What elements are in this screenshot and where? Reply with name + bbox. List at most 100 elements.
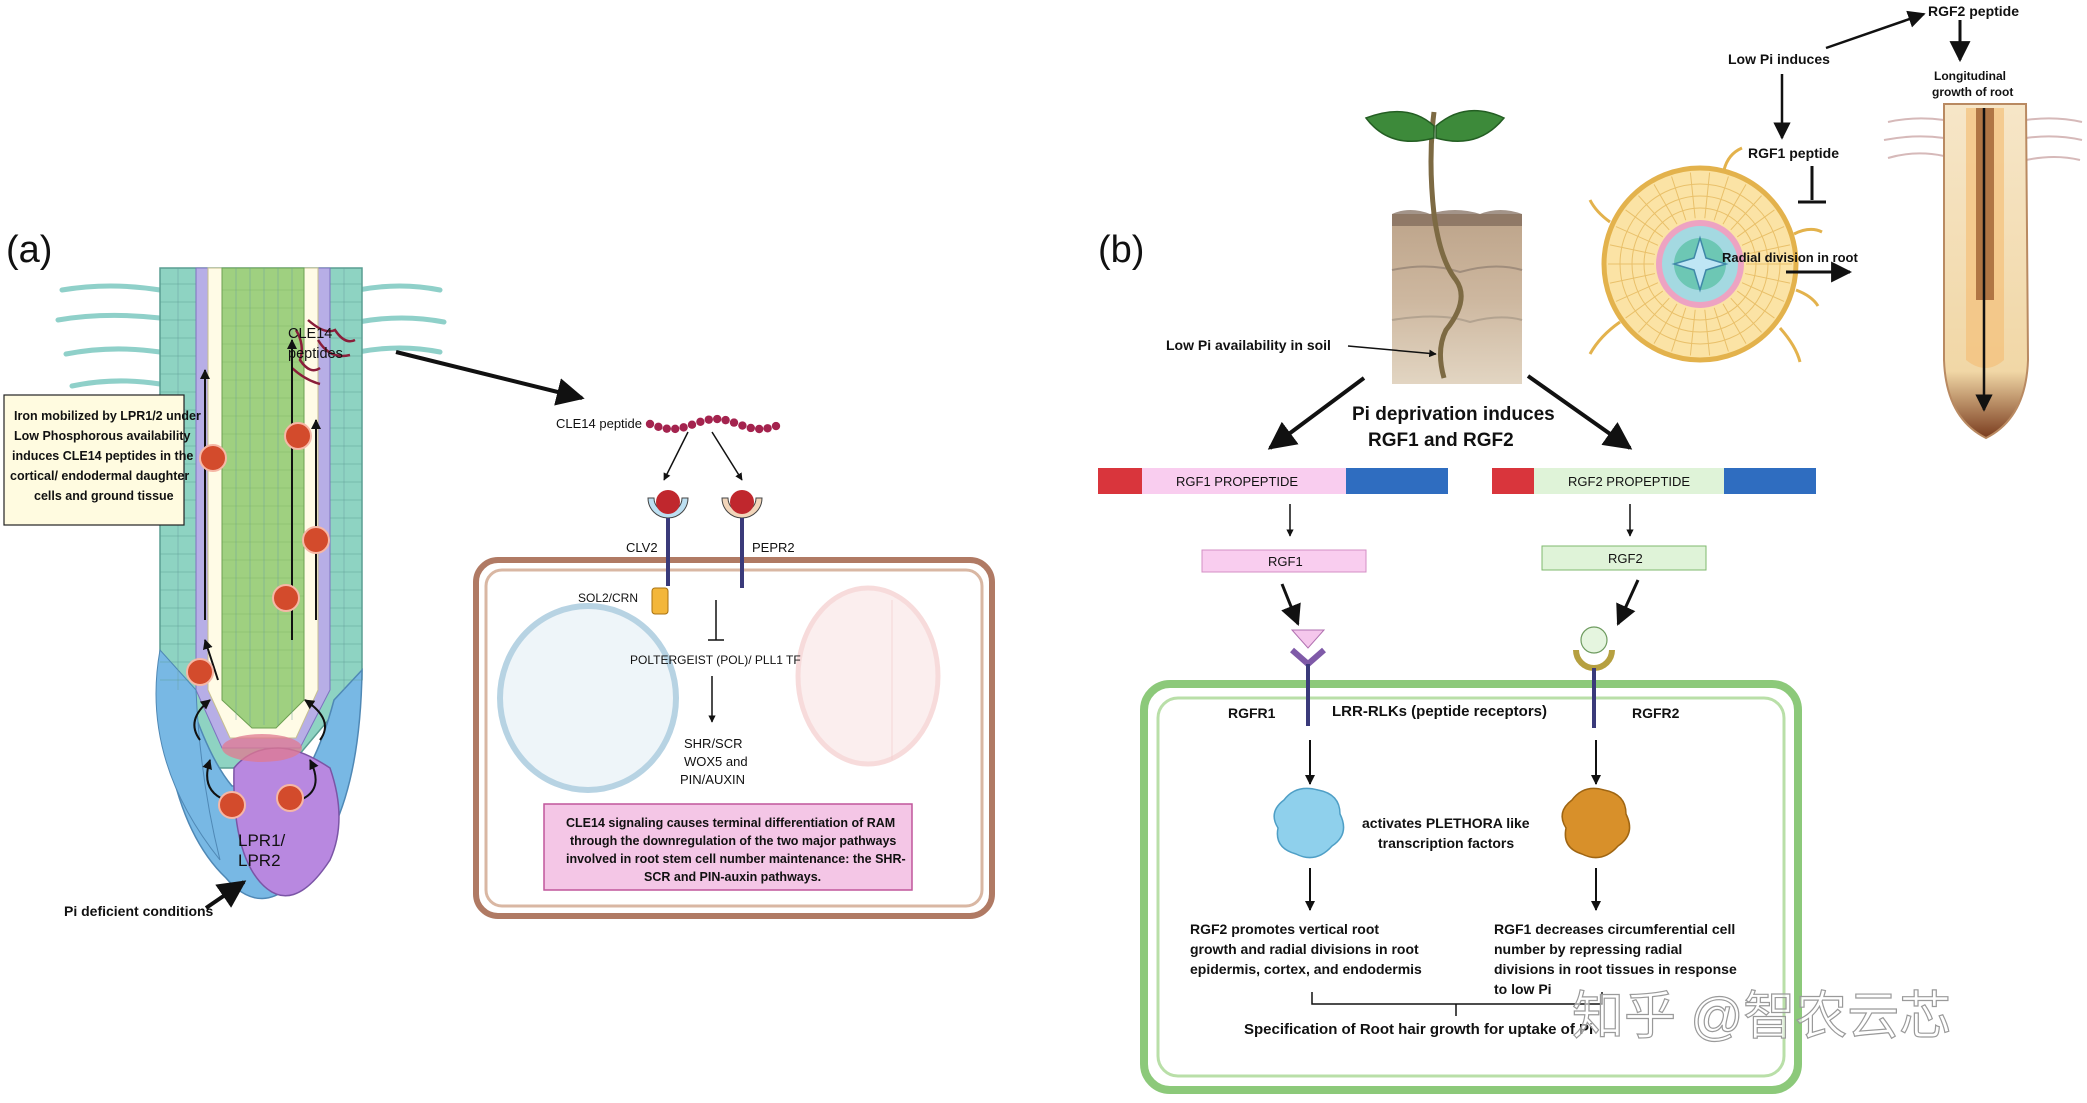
nucleus-left (497, 603, 679, 793)
pi-deprivation-line2: RGF1 and RGF2 (1368, 430, 1514, 451)
plethora-line1: activates PLETHORA like (1362, 815, 1530, 831)
rgf2-peptide-label: RGF2 peptide (1928, 3, 2019, 19)
iron-box-line1: Iron mobilized by LPR1/2 under (14, 409, 201, 423)
peptide-bead (721, 415, 730, 425)
peptide-bead (771, 421, 781, 431)
rgfr1-receptor (1290, 629, 1326, 726)
panel-b-label: (b) (1098, 229, 1144, 271)
peptide-bead (729, 418, 739, 427)
cle14-summary-box (543, 803, 913, 891)
iron-box-line2: Low Phosphorous availability (14, 429, 190, 443)
pi-deprivation-line1: Pi deprivation induces (1352, 404, 1555, 425)
rgf1-propeptide-bar (1098, 468, 1448, 494)
summary-line2: through the downregulation of the two ma… (570, 834, 896, 848)
cle14-squiggles (291, 319, 356, 386)
nucleus-right (795, 585, 941, 767)
rgfr2-label: RGFR2 (1632, 705, 1680, 721)
peptide-bead (746, 423, 755, 433)
iron-box-line5: cells and ground tissue (34, 489, 174, 503)
iron-box-line3: induces CLE14 peptides in the (12, 449, 193, 463)
peptide-bead (696, 417, 705, 426)
clv2-label: CLV2 (626, 540, 658, 555)
rgf1-effect-line1: RGF1 decreases circumferential cell (1494, 921, 1735, 937)
cle14-to-peptide-arrow (395, 350, 585, 406)
longitudinal-line2: growth of root (1932, 85, 2013, 99)
pepr2-label: PEPR2 (752, 540, 795, 555)
pepr2-receptor (721, 490, 763, 588)
rgfr2-receptor (1573, 626, 1615, 728)
peptide-bead (654, 422, 663, 432)
rgf2-effect-line1: RGF2 promotes vertical root (1190, 921, 1379, 937)
cle14-peptides-line2: peptides (288, 346, 343, 362)
rgf2-effect-line3: epidermis, cortex, and endodermis (1190, 961, 1422, 977)
rgf2-propeptide-label: RGF2 PROPEPTIDE (1568, 474, 1690, 489)
root-hairs (55, 283, 447, 389)
plethora-tf-orange (1561, 787, 1631, 859)
pi-deficient-label: Pi deficient conditions (64, 903, 214, 919)
rgf1-effect-line2: number by repressing radial (1494, 941, 1682, 957)
root-cross-section (1588, 146, 1823, 363)
rgf1-effect-line4: to low Pi (1494, 981, 1552, 997)
cle14-summary-text: CLE14 signaling causes terminal differen… (566, 816, 906, 884)
rgf2-propeptide-bar (1492, 468, 1816, 494)
fe-circle (186, 658, 214, 686)
specification-label: Specification of Root hair growth for up… (1244, 1021, 1593, 1038)
plethora-tf-blue (1273, 787, 1345, 859)
shr-line1: SHR/SCR (684, 736, 743, 751)
peptide-bead (713, 414, 722, 424)
cle14-peptide-label: CLE14 peptide (556, 416, 642, 431)
rgf1-effect-line3: divisions in root tissues in response (1494, 961, 1737, 977)
root-body (155, 267, 363, 900)
sol2-crn-icon (651, 587, 669, 615)
rgfr1-label: RGFR1 (1228, 705, 1276, 721)
summary-line4: SCR and PIN-auxin pathways. (644, 870, 821, 884)
iron-mobilization-box (3, 394, 185, 526)
fe-circle (199, 444, 227, 472)
fe-circle (302, 526, 330, 554)
cell-membrane-a (473, 557, 995, 919)
peptide-bead (687, 420, 697, 429)
sol2-crn-label: SOL2/CRN (578, 591, 638, 605)
radial-division-label: Radial division in root (1722, 250, 1858, 265)
seedling-illustration (1364, 109, 1523, 384)
rgf1-effect-text: RGF1 decreases circumferential cell numbe… (1494, 921, 1737, 997)
fe-circle (218, 791, 246, 819)
cell-membrane-b (1140, 680, 1802, 1094)
poltergeist-label: POLTERGEIST (POL)/ PLL1 TF (630, 653, 801, 667)
rgf1-label: RGF1 (1268, 554, 1303, 569)
fe-circle (284, 422, 312, 450)
peptide-bead (671, 424, 680, 434)
deprivation-arrow-left (1267, 376, 1366, 450)
fe-circle (272, 584, 300, 612)
lrr-label: LRR-RLKs (peptide receptors) (1332, 703, 1547, 720)
clv2-receptor (647, 490, 689, 586)
shr-line2: WOX5 and (684, 754, 748, 769)
panel-a-label: (a) (6, 229, 52, 271)
rgf2-box (1541, 545, 1707, 571)
iron-box-line4: cortical/ endodermal daughter (10, 469, 189, 483)
peptide-bead (662, 424, 671, 433)
rgf2-label: RGF2 (1608, 551, 1643, 566)
cle14-peptide-chain (645, 414, 781, 434)
watermark: 知乎 @智农云芯 (1572, 988, 1951, 1046)
lpr-line1: LPR1/ (238, 831, 286, 850)
fe-circle (276, 784, 304, 812)
peptide-bead (738, 421, 747, 430)
rgf1-box (1201, 549, 1367, 573)
plethora-line2: transcription factors (1378, 835, 1514, 851)
peptide-bead (679, 423, 688, 432)
pi-deficient-arrow (204, 880, 247, 910)
cle14-peptides-line1: CLE14 (288, 326, 332, 342)
longitudinal-line1: Longitudinal (1934, 69, 2006, 83)
rgf1-propeptide-label: RGF1 PROPEPTIDE (1176, 474, 1298, 489)
longitudinal-root (1883, 103, 2083, 440)
fe-markers (186, 422, 330, 819)
low-pi-induces-label: Low Pi induces (1728, 51, 1830, 67)
lpr-line2: LPR2 (238, 851, 281, 870)
rgf1-peptide-label: RGF1 peptide (1748, 145, 1839, 161)
peptide-bead (763, 424, 772, 433)
peptide-bead (755, 424, 764, 434)
